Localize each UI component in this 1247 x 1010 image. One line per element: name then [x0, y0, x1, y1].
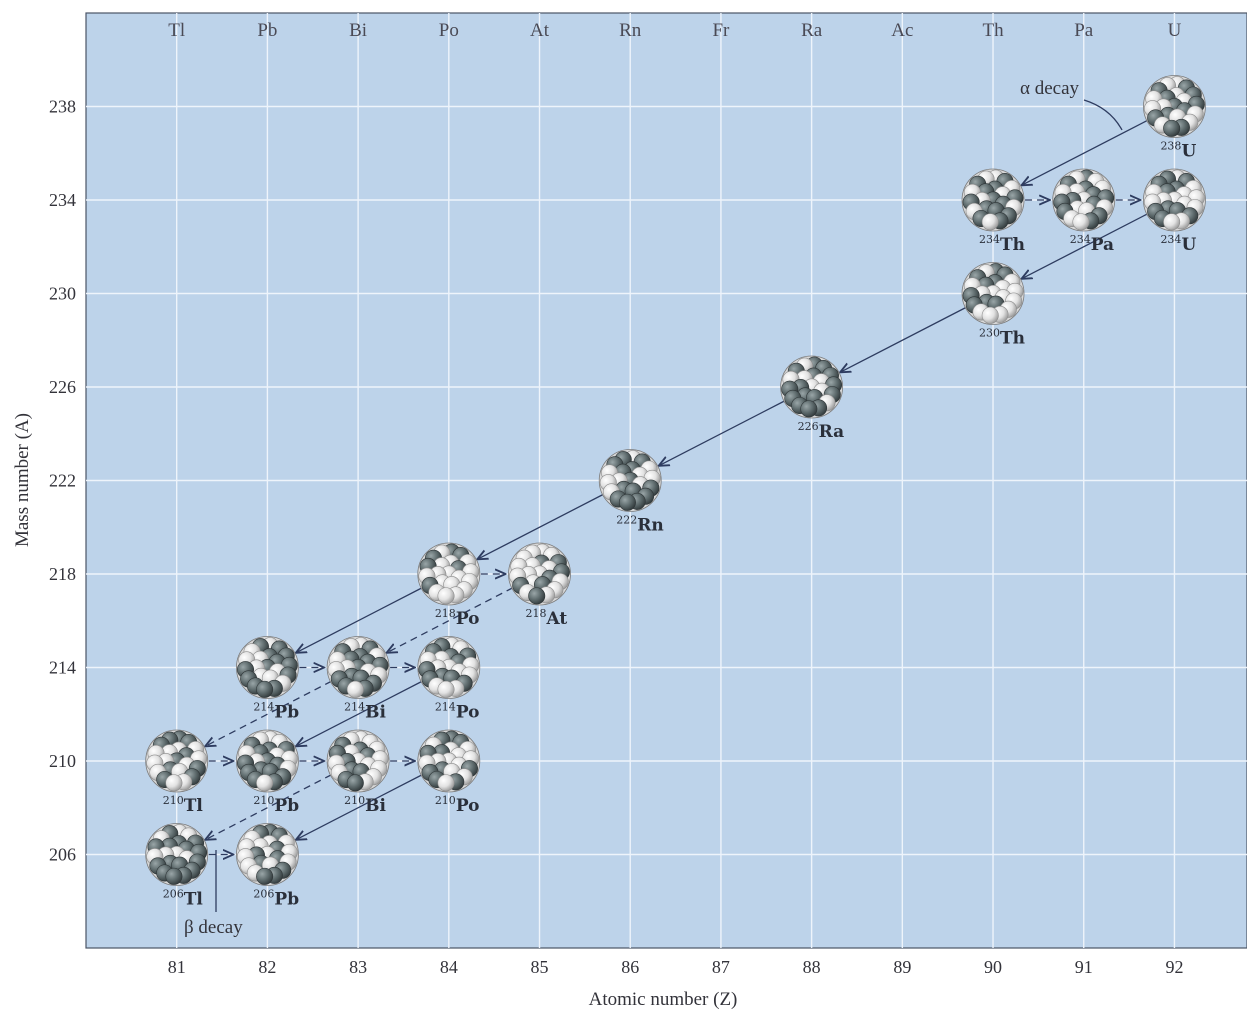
x-tick-label: 84: [440, 957, 458, 977]
x-tick-label: 81: [168, 957, 186, 977]
nucleus-214-po: 214Po: [417, 636, 481, 723]
nucleus-234-u: 234U: [1143, 168, 1206, 255]
element-symbol: Ra: [801, 20, 823, 41]
element-symbol: Th: [982, 20, 1004, 41]
element-symbol: Bi: [349, 20, 367, 41]
nuclide-label: 226Ra: [798, 420, 845, 442]
y-tick-label: 206: [49, 845, 76, 865]
nucleus-210-bi: 210Bi: [326, 729, 390, 816]
nucleus-210-po: 210Po: [417, 729, 481, 816]
alpha-decay-arrow: [296, 680, 423, 746]
nuclide-label: 214Pb: [253, 701, 299, 723]
nucleus-230-th: 230Th: [961, 262, 1025, 349]
nuclide-label: 214Po: [435, 701, 480, 723]
x-tick-label: 89: [893, 957, 911, 977]
nuclide-label: 238U: [1160, 140, 1196, 162]
nuclide-label: 206Pb: [253, 888, 299, 910]
element-symbol: Pb: [257, 20, 277, 41]
nucleus-210-tl: 210Tl: [145, 729, 209, 816]
x-tick-label: 91: [1075, 957, 1093, 977]
element-symbol-row: Tl Pb Bi Po At Rn Fr Ra Ac Th Pa U: [168, 20, 1181, 41]
x-axis-ticks: 81 82 83 84 85 86 87 88 89 90 91 92: [168, 957, 1184, 977]
nuclide-label: 234Th: [979, 233, 1025, 255]
nucleus-214-pb: 214Pb: [236, 636, 299, 723]
nucleus-222-rn: 222Rn: [598, 449, 664, 536]
alpha-leader-line: [1083, 99, 1123, 131]
beta-decay-label: β decay: [184, 917, 243, 938]
grid: [86, 13, 1247, 948]
nuclide-label: 218At: [526, 607, 568, 629]
nucleus-218-at: 218At: [508, 542, 571, 629]
element-symbol: Po: [439, 20, 459, 41]
nuclide-label: 210Tl: [163, 794, 204, 816]
y-tick-label: 214: [49, 658, 76, 678]
y-tick-label: 210: [49, 751, 76, 771]
element-symbol: U: [1168, 20, 1182, 41]
nucleus-234-pa: 234Pa: [1052, 168, 1116, 255]
y-axis-label: Mass number (A): [12, 413, 33, 547]
element-symbol: Tl: [168, 20, 185, 41]
nuclide-label: 222Rn: [616, 514, 664, 536]
alpha-decay-arrow: [296, 587, 423, 653]
y-tick-label: 226: [49, 377, 76, 397]
nuclide-label: 210Po: [435, 794, 480, 816]
alpha-decay-label: α decay: [1020, 78, 1080, 99]
nuclide-label: 210Bi: [344, 794, 386, 816]
x-tick-label: 87: [712, 957, 730, 977]
nucleus-210-pb: 210Pb: [236, 729, 299, 816]
y-tick-label: 238: [49, 97, 76, 117]
alpha-decay-arrow: [296, 774, 423, 840]
alpha-decay-arrow: [1021, 213, 1149, 279]
element-symbol: Rn: [619, 20, 642, 41]
alpha-decay-arrow: [477, 493, 604, 559]
element-symbol: Fr: [712, 20, 730, 41]
nucleus-238-u: 238U: [1143, 75, 1206, 162]
alpha-decay-arrow: [840, 306, 967, 372]
element-symbol: Pa: [1074, 20, 1094, 41]
nuclide-label: 206Tl: [163, 888, 204, 910]
nucleus-226-ra: 226Ra: [780, 355, 845, 442]
x-tick-label: 82: [258, 957, 276, 977]
nuclide-label: 214Bi: [344, 701, 386, 723]
y-tick-label: 218: [49, 564, 76, 584]
x-tick-label: 85: [531, 957, 549, 977]
alpha-decay-arrow: [1021, 119, 1149, 185]
x-axis-label: Atomic number (Z): [589, 989, 738, 1010]
y-tick-label: 222: [49, 471, 76, 491]
y-tick-label: 234: [49, 190, 76, 210]
nucleus-206-pb: 206Pb: [236, 823, 299, 910]
nuclide-label: 230Th: [979, 327, 1025, 349]
element-symbol: Ac: [891, 20, 913, 41]
y-axis-ticks: 206 210 214 218 222 226 230 234 238: [49, 97, 76, 865]
x-tick-label: 88: [803, 957, 821, 977]
x-tick-label: 90: [984, 957, 1002, 977]
y-tick-label: 230: [49, 284, 76, 304]
x-tick-label: 86: [621, 957, 639, 977]
alpha-decay-arrow: [659, 400, 786, 466]
nuclide-label: 234U: [1160, 233, 1196, 255]
element-symbol: At: [530, 20, 550, 41]
nuclides: 238U 234Th 234Pa 234U 230Th 226Ra 222Rn 218Po 21…: [145, 75, 1206, 910]
decay-arrows: [205, 119, 1149, 854]
nuclide-label: 218Po: [435, 607, 480, 629]
nucleus-234-th: 234Th: [961, 168, 1025, 255]
x-tick-label: 92: [1165, 957, 1183, 977]
nucleus-206-tl: 206Tl: [145, 823, 209, 910]
nucleus-214-bi: 214Bi: [326, 636, 390, 723]
nucleus-218-po: 218Po: [417, 542, 481, 629]
nuclide-label: 210Pb: [253, 794, 299, 816]
nuclide-label: 234Pa: [1070, 233, 1114, 255]
x-tick-label: 83: [349, 957, 367, 977]
